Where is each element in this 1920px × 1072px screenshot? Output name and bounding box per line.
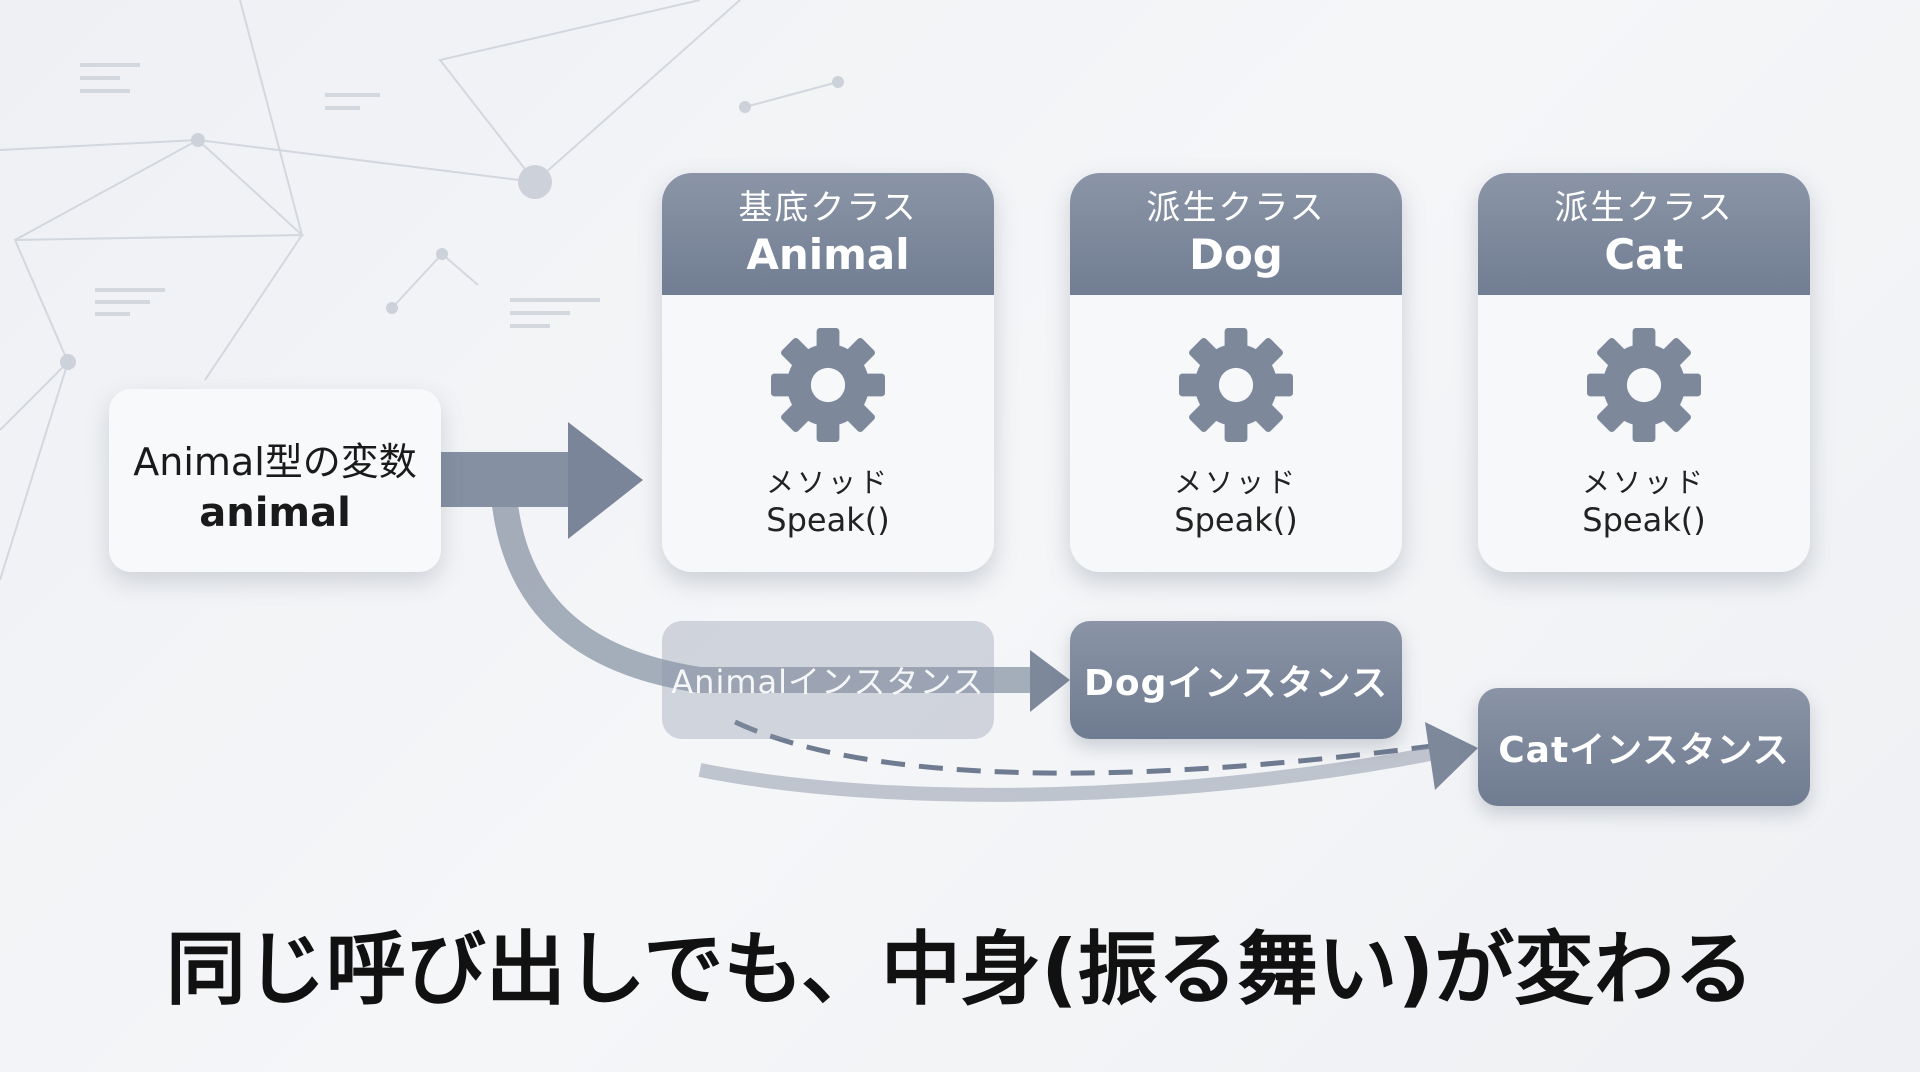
gear-icon: [1587, 328, 1701, 442]
method-label: メソッド: [1581, 466, 1706, 499]
class-kind: 派生クラス: [1146, 188, 1326, 228]
class-card-cat: 派生クラス Cat メソッド Speak(): [1478, 173, 1810, 572]
class-name: Cat: [1604, 230, 1684, 279]
method-name: Speak(): [1582, 501, 1706, 539]
method-label: メソッド: [765, 466, 890, 499]
variable-box: Animal型の変数 animal: [109, 389, 441, 572]
class-name: Animal: [746, 230, 910, 279]
class-kind: 基底クラス: [738, 188, 918, 228]
variable-type-label: Animal型の変数: [133, 440, 417, 484]
class-card-animal: 基底クラス Animal メソッド Speak(): [662, 173, 994, 572]
class-card-header: 基底クラス Animal: [662, 173, 994, 295]
dog-instance-box: Dogインスタンス: [1070, 621, 1402, 739]
variable-name: animal: [199, 490, 351, 536]
gear-icon: [1179, 328, 1293, 442]
class-card-header: 派生クラス Cat: [1478, 173, 1810, 295]
method-label: メソッド: [1173, 466, 1298, 499]
caption: 同じ呼び出しでも、中身(振る舞い)が変わる: [165, 923, 1755, 1016]
animal-instance-box: Animalインスタンス: [662, 621, 994, 739]
gear-icon: [771, 328, 885, 442]
cat-instance-box: Catインスタンス: [1478, 688, 1810, 806]
method-name: Speak(): [1174, 501, 1298, 539]
method-name: Speak(): [766, 501, 890, 539]
class-kind: 派生クラス: [1554, 188, 1734, 228]
class-name: Dog: [1189, 230, 1283, 279]
class-card-header: 派生クラス Dog: [1070, 173, 1402, 295]
class-card-dog: 派生クラス Dog メソッド Speak(): [1070, 173, 1402, 572]
